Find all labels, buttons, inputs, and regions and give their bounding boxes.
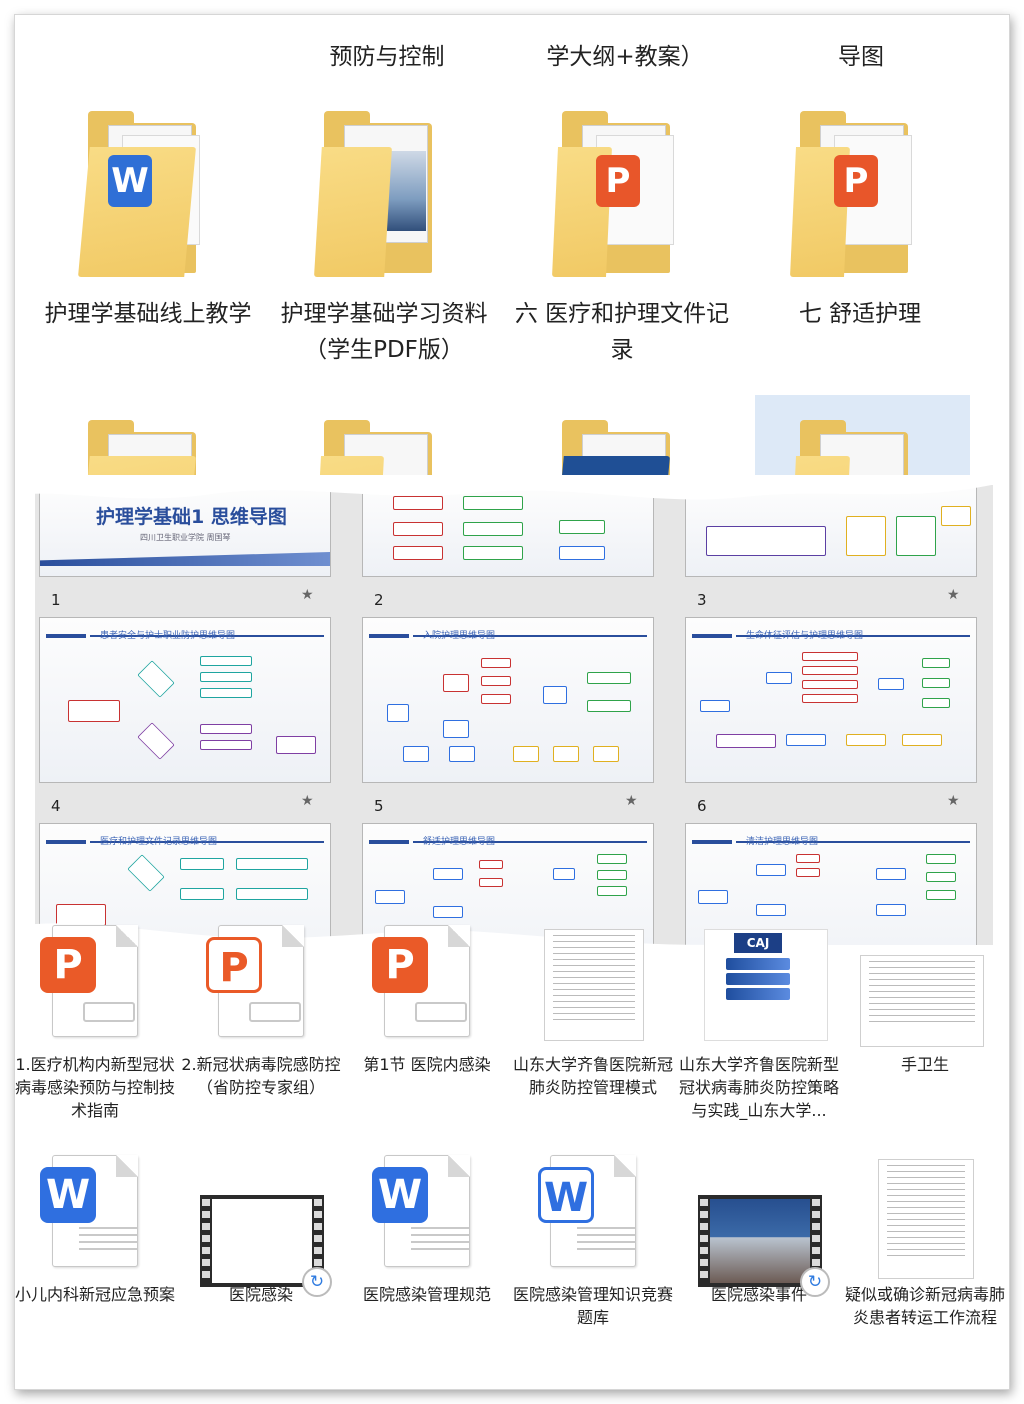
word-file-icon: W	[372, 1155, 482, 1275]
document-thumbnail-icon	[538, 925, 648, 1045]
folder-medical-records[interactable]: P 六 医疗和护理文件记录	[507, 111, 737, 368]
folder-label: 护理学基础学习资料（学生PDF版）	[280, 301, 488, 363]
file-label: 1.医疗机构内新型冠状病毒感染预防与控制技术指南	[15, 1055, 176, 1120]
slide-title: 生命体征评估与护理思维导图	[746, 631, 864, 641]
star-icon[interactable]: ★	[301, 587, 314, 603]
file-hand-hygiene[interactable]: 手卫生	[845, 925, 1005, 1076]
star-icon[interactable]: ★	[625, 793, 638, 809]
file-label: 山东大学齐鲁医院新冠肺炎防控管理模式	[513, 1055, 674, 1097]
file-infection-standard[interactable]: W 医院感染管理规范	[347, 1155, 507, 1306]
file-label: 医院感染管理知识竞赛题库	[513, 1285, 674, 1327]
folder-online-teaching[interactable]: W 护理学基础线上教学	[33, 111, 263, 332]
star-icon[interactable]: ★	[301, 793, 314, 809]
powerpoint-file-icon: P	[40, 925, 150, 1045]
file-shandong-strategy[interactable]: CAJ 山东大学齐鲁医院新型冠状病毒肺炎防控策略与实践_山东大学...	[679, 925, 839, 1122]
folder-label: 六 医疗和护理文件记录	[514, 301, 730, 363]
file-covid-guideline[interactable]: P 1.医疗机构内新型冠状病毒感染预防与控制技术指南	[15, 925, 175, 1122]
file-label: 疑似或确诊新冠病毒肺炎患者转运工作流程	[845, 1285, 1006, 1327]
slide-title: 护理学基础1 思维导图	[96, 506, 287, 528]
file-shandong-management[interactable]: 山东大学齐鲁医院新冠肺炎防控管理模式	[513, 925, 673, 1099]
file-hospital-infection[interactable]: P 第1节 医院内感染	[347, 925, 507, 1076]
file-infection-quiz[interactable]: W 医院感染管理知识竞赛题库	[513, 1155, 673, 1329]
star-icon[interactable]: ★	[947, 587, 960, 603]
file-label: 医院感染管理规范	[362, 1285, 491, 1304]
video-file-icon: ↻	[698, 1155, 830, 1297]
slide-title: 舒适护理思维导图	[423, 837, 496, 847]
slide-title: 入院护理思维导图	[423, 631, 496, 641]
slide-thumbnail-6[interactable]: 生命体征评估与护理思维导图	[685, 617, 977, 783]
slide-thumbnail-5[interactable]: 入院护理思维导图	[362, 617, 654, 783]
slide-thumbnail-9[interactable]: 清洁护理思维导图	[685, 823, 977, 945]
file-label: 小儿内科新冠应急预案	[15, 1285, 176, 1304]
file-label: 山东大学齐鲁医院新型冠状病毒肺炎防控策略与实践_山东大学...	[679, 1055, 840, 1120]
slide-thumbnail-3[interactable]	[685, 485, 977, 577]
powerpoint-file-icon: P	[206, 925, 316, 1045]
torn-edge-top	[15, 475, 1009, 500]
slide-number: 3	[697, 591, 707, 609]
folder-caption-prevention[interactable]: 预防与控制	[329, 44, 445, 70]
file-label: 第1节 医院内感染	[363, 1055, 491, 1074]
powerpoint-icon: P	[596, 155, 640, 207]
file-label: 手卫生	[900, 1055, 949, 1074]
word-file-icon: W	[538, 1155, 648, 1275]
star-icon[interactable]: ★	[947, 793, 960, 809]
word-file-icon: W	[40, 1155, 150, 1275]
slide-title: 患者安全与护士职业防护思维导图	[100, 631, 236, 641]
caj-file-icon: CAJ	[704, 925, 828, 1045]
file-pediatric-plan[interactable]: W 小儿内科新冠应急预案	[15, 1155, 175, 1306]
flowchart-thumbnail-icon	[870, 1155, 980, 1279]
folder-comfort-care[interactable]: P 七 舒适护理	[745, 111, 975, 332]
slide-thumbnail-8[interactable]: 舒适护理思维导图	[362, 823, 654, 945]
file-label: 医院感染	[228, 1285, 293, 1304]
folder-icon: W	[78, 111, 218, 286]
slide-thumbnail-panel: 护理学基础1 思维导图 四川卫生职业学院 周国琴 1 ★ 2 3 ★	[35, 485, 993, 945]
powerpoint-icon: P	[834, 155, 878, 207]
folder-caption-mindmap[interactable]: 导图	[838, 44, 884, 70]
slide-number: 1	[51, 591, 61, 609]
slide-thumbnail-4[interactable]: 患者安全与护士职业防护思维导图	[39, 617, 331, 783]
folder-label: 护理学基础线上教学	[44, 301, 252, 327]
video-file-icon: ↻	[200, 1155, 332, 1297]
file-covid-prevention[interactable]: P 2.新冠状病毒院感防控（省防控专家组）	[181, 925, 341, 1099]
folder-label: 七 舒适护理	[798, 301, 922, 327]
folder-icon	[314, 111, 454, 286]
folder-caption-syllabus[interactable]: 学大纲+教案）	[546, 44, 704, 70]
folder-icon: P	[552, 111, 692, 286]
slide-subtitle: 四川卫生职业学院 周国琴	[140, 533, 231, 542]
file-label: 医院感染事件	[710, 1285, 807, 1304]
word-icon: W	[108, 155, 152, 207]
folder-study-materials[interactable]: 护理学基础学习资料（学生PDF版）	[269, 111, 499, 368]
file-explorer-window: 预防与控制 学大纲+教案） 导图 W 护理学基础线上教学 护理学基础学习资料（学…	[14, 14, 1010, 1390]
play-icon: ↻	[302, 1267, 332, 1297]
slide-thumbnail-2[interactable]	[362, 485, 654, 577]
slide-title: 清洁护理思维导图	[746, 837, 819, 847]
slide-number: 4	[51, 797, 61, 815]
slide-number: 5	[374, 797, 384, 815]
file-infection-event-video[interactable]: ↻ 医院感染事件	[679, 1155, 839, 1306]
slide-title: 医疗和护理文件记录思维导图	[100, 837, 218, 847]
powerpoint-file-icon: P	[372, 925, 482, 1045]
file-hospital-infection-video[interactable]: ↻ 医院感染	[181, 1155, 341, 1306]
file-transfer-workflow[interactable]: 疑似或确诊新冠病毒肺炎患者转运工作流程	[845, 1155, 1005, 1329]
spreadsheet-thumbnail-icon	[860, 925, 984, 1047]
slide-number: 6	[697, 797, 707, 815]
file-label: 2.新冠状病毒院感防控（省防控专家组）	[181, 1055, 341, 1097]
slide-number: 2	[374, 591, 384, 609]
previous-row-captions: 预防与控制 学大纲+教案） 导图	[15, 37, 1009, 87]
folder-icon: P	[790, 111, 930, 286]
slide-thumbnail-1[interactable]: 护理学基础1 思维导图 四川卫生职业学院 周国琴	[39, 485, 331, 577]
play-icon: ↻	[800, 1267, 830, 1297]
